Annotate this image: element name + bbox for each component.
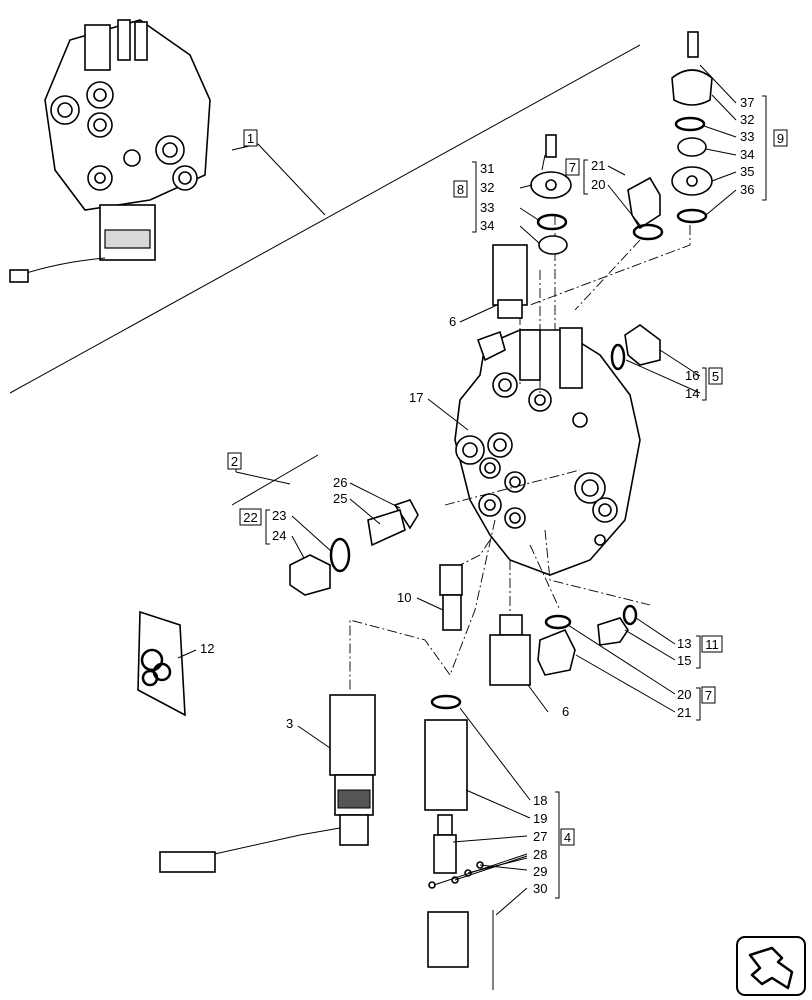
callout-box-8: 8 <box>453 180 468 198</box>
callout-16: 16 <box>685 368 699 383</box>
callout-15: 15 <box>677 653 691 668</box>
spool-group-4 <box>424 694 494 990</box>
callout-box-22: 22 <box>239 508 262 526</box>
callout-35: 35 <box>740 164 754 179</box>
callout-25: 25 <box>333 491 347 506</box>
callout-32-left: 32 <box>480 180 494 195</box>
callout-31: 31 <box>480 161 494 176</box>
svg-text:11: 11 <box>705 637 719 652</box>
svg-text:8: 8 <box>457 182 464 197</box>
relief-valve-6-lower <box>489 614 531 686</box>
solenoid-3 <box>159 694 376 873</box>
svg-text:2: 2 <box>231 454 238 469</box>
part-group-7-top <box>627 176 664 241</box>
svg-text:5: 5 <box>712 369 719 384</box>
callout-37: 37 <box>740 95 754 110</box>
callout-6-upper: 6 <box>449 314 456 329</box>
callout-34-left: 34 <box>480 218 494 233</box>
callout-13: 13 <box>677 636 691 651</box>
callout-26: 26 <box>333 475 347 490</box>
svg-text:7: 7 <box>705 688 712 703</box>
callout-23: 23 <box>272 508 286 523</box>
callout-21-lower: 21 <box>677 705 691 720</box>
callout-28: 28 <box>533 847 547 862</box>
relief-valve-10 <box>439 564 463 631</box>
callout-17: 17 <box>409 390 423 405</box>
callout-box-7-lower: 7 <box>701 686 716 704</box>
part-group-8 <box>492 134 572 319</box>
callout-3: 3 <box>286 716 293 731</box>
callout-36: 36 <box>740 182 754 197</box>
callout-18: 18 <box>533 793 547 808</box>
svg-text:7: 7 <box>569 160 576 175</box>
part-group-7-lower <box>537 614 576 676</box>
callout-29: 29 <box>533 864 547 879</box>
callout-33-right: 33 <box>740 129 754 144</box>
callout-34-right: 34 <box>740 147 754 162</box>
callout-14: 14 <box>685 386 699 401</box>
callout-19: 19 <box>533 811 547 826</box>
valve-body <box>454 327 641 576</box>
valve-assembly-overview <box>9 19 211 283</box>
callout-box-9: 9 <box>773 129 788 147</box>
leader-lines <box>177 64 737 916</box>
callout-20-top: 20 <box>591 177 605 192</box>
callout-24: 24 <box>272 528 286 543</box>
callout-27: 27 <box>533 829 547 844</box>
callout-33-left: 33 <box>480 200 494 215</box>
callout-box-11: 11 <box>701 635 723 653</box>
part-group-11 <box>597 604 638 646</box>
callout-box-4: 4 <box>560 828 575 846</box>
svg-text:4: 4 <box>564 830 571 845</box>
callout-12: 12 <box>200 641 214 656</box>
svg-text:1: 1 <box>247 131 254 146</box>
svg-text:9: 9 <box>777 131 784 146</box>
callout-box-2: 2 <box>227 452 242 470</box>
svg-text:22: 22 <box>243 510 257 525</box>
callout-10: 10 <box>397 590 411 605</box>
callout-box-1: 1 <box>243 129 258 147</box>
seal-kit-12 <box>137 610 186 717</box>
part-group-5 <box>610 324 661 371</box>
callout-20-lower: 20 <box>677 687 691 702</box>
callout-6-lower: 6 <box>562 704 569 719</box>
group-brackets <box>231 95 767 899</box>
callout-21-top: 21 <box>591 158 605 173</box>
callout-30: 30 <box>533 881 547 896</box>
callout-32-right: 32 <box>740 112 754 127</box>
separator-line <box>9 44 641 394</box>
callout-box-5: 5 <box>708 367 723 385</box>
next-page-arrow-icon[interactable] <box>736 936 806 996</box>
part-group-22 <box>289 499 419 596</box>
callout-box-7-top: 7 <box>565 158 580 176</box>
